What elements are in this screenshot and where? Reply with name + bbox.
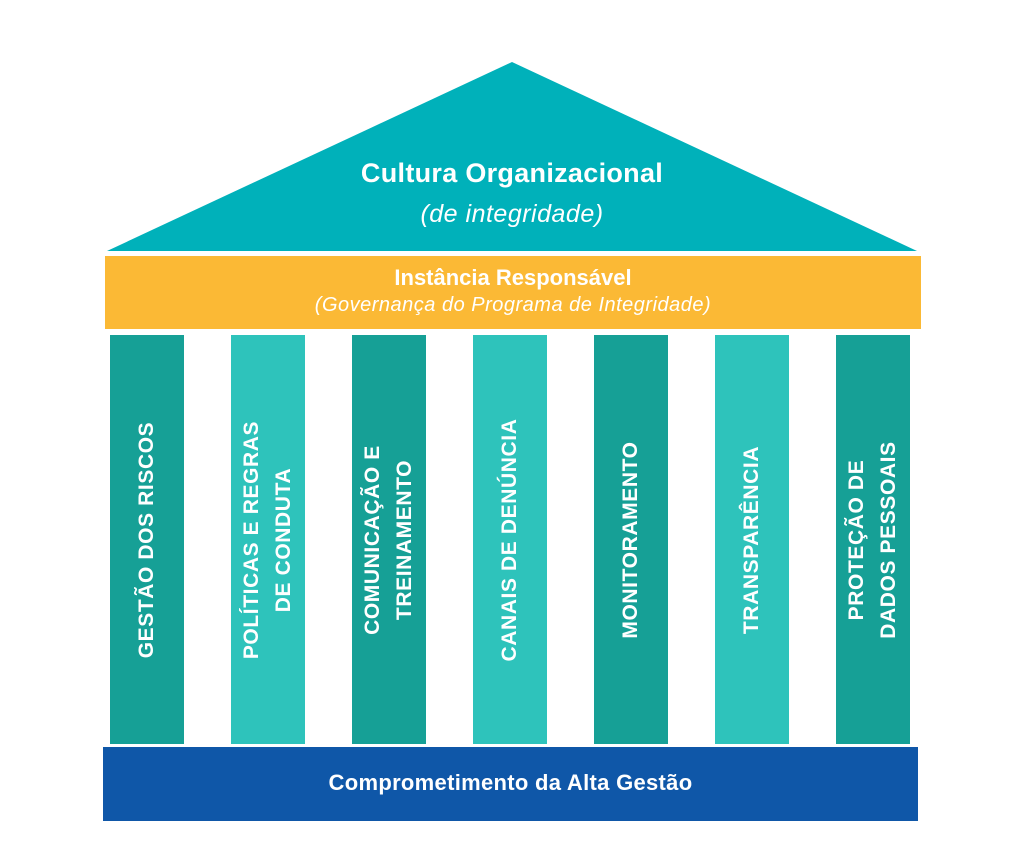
- pillar-label-line: PROTEÇÃO DE: [845, 459, 868, 620]
- pillar-label-line: TRANSPARÊNCIA: [740, 445, 763, 634]
- pillar-canais-de-denuncia: CANAIS DE DENÚNCIA: [473, 335, 547, 744]
- pillar-label: GESTÃO DOS RISCOS: [131, 340, 163, 740]
- pillar-label-line: CANAIS DE DENÚNCIA: [498, 418, 521, 661]
- pillar-politicas-e-regras: POLÍTICAS E REGRAS DE CONDUTA: [231, 335, 305, 744]
- pillar-comunicacao-e-treinamento: COMUNICAÇÃO E TREINAMENTO: [352, 335, 426, 744]
- roof-subtitle: (de integridade): [420, 200, 604, 228]
- pillar-label: POLÍTICAS E REGRAS DE CONDUTA: [236, 340, 300, 740]
- roof-title: Cultura Organizacional: [360, 158, 664, 188]
- pillar-label-line: DE CONDUTA: [272, 467, 295, 612]
- beam-title: Instância Responsável: [394, 265, 632, 290]
- pillar-monitoramento: MONITORAMENTO: [594, 335, 668, 744]
- base-title: Comprometimento da Alta Gestão: [328, 770, 693, 795]
- pillar-label: COMUNICAÇÃO E TREINAMENTO: [357, 340, 421, 740]
- roof-pediment: [107, 62, 917, 251]
- pillar-label-line: POLÍTICAS E REGRAS: [240, 420, 263, 659]
- pillar-label: PROTEÇÃO DE DADOS PESSOAIS: [841, 340, 905, 740]
- pillar-protecao-de-dados: PROTEÇÃO DE DADOS PESSOAIS: [836, 335, 910, 744]
- pillar-label: MONITORAMENTO: [615, 340, 647, 740]
- base-foundation: Comprometimento da Alta Gestão: [103, 747, 918, 821]
- pillar-transparencia: TRANSPARÊNCIA: [715, 335, 789, 744]
- pillar-label: TRANSPARÊNCIA: [736, 340, 768, 740]
- pillar-label: CANAIS DE DENÚNCIA: [494, 340, 526, 740]
- beam-subtitle: (Governança do Programa de Integridade): [314, 294, 712, 316]
- pillar-label-line: GESTÃO DOS RISCOS: [135, 421, 158, 658]
- beam-panel: Instância Responsável (Governança do Pro…: [105, 256, 921, 329]
- pillar-label-line: COMUNICAÇÃO E: [361, 444, 384, 635]
- pillar-label-line: TREINAMENTO: [393, 459, 416, 620]
- pillar-label-line: DADOS PESSOAIS: [877, 440, 900, 639]
- pillar-gestao-dos-riscos: GESTÃO DOS RISCOS: [110, 335, 184, 744]
- pillar-label-line: MONITORAMENTO: [619, 440, 642, 639]
- roof-triangle: [107, 62, 917, 251]
